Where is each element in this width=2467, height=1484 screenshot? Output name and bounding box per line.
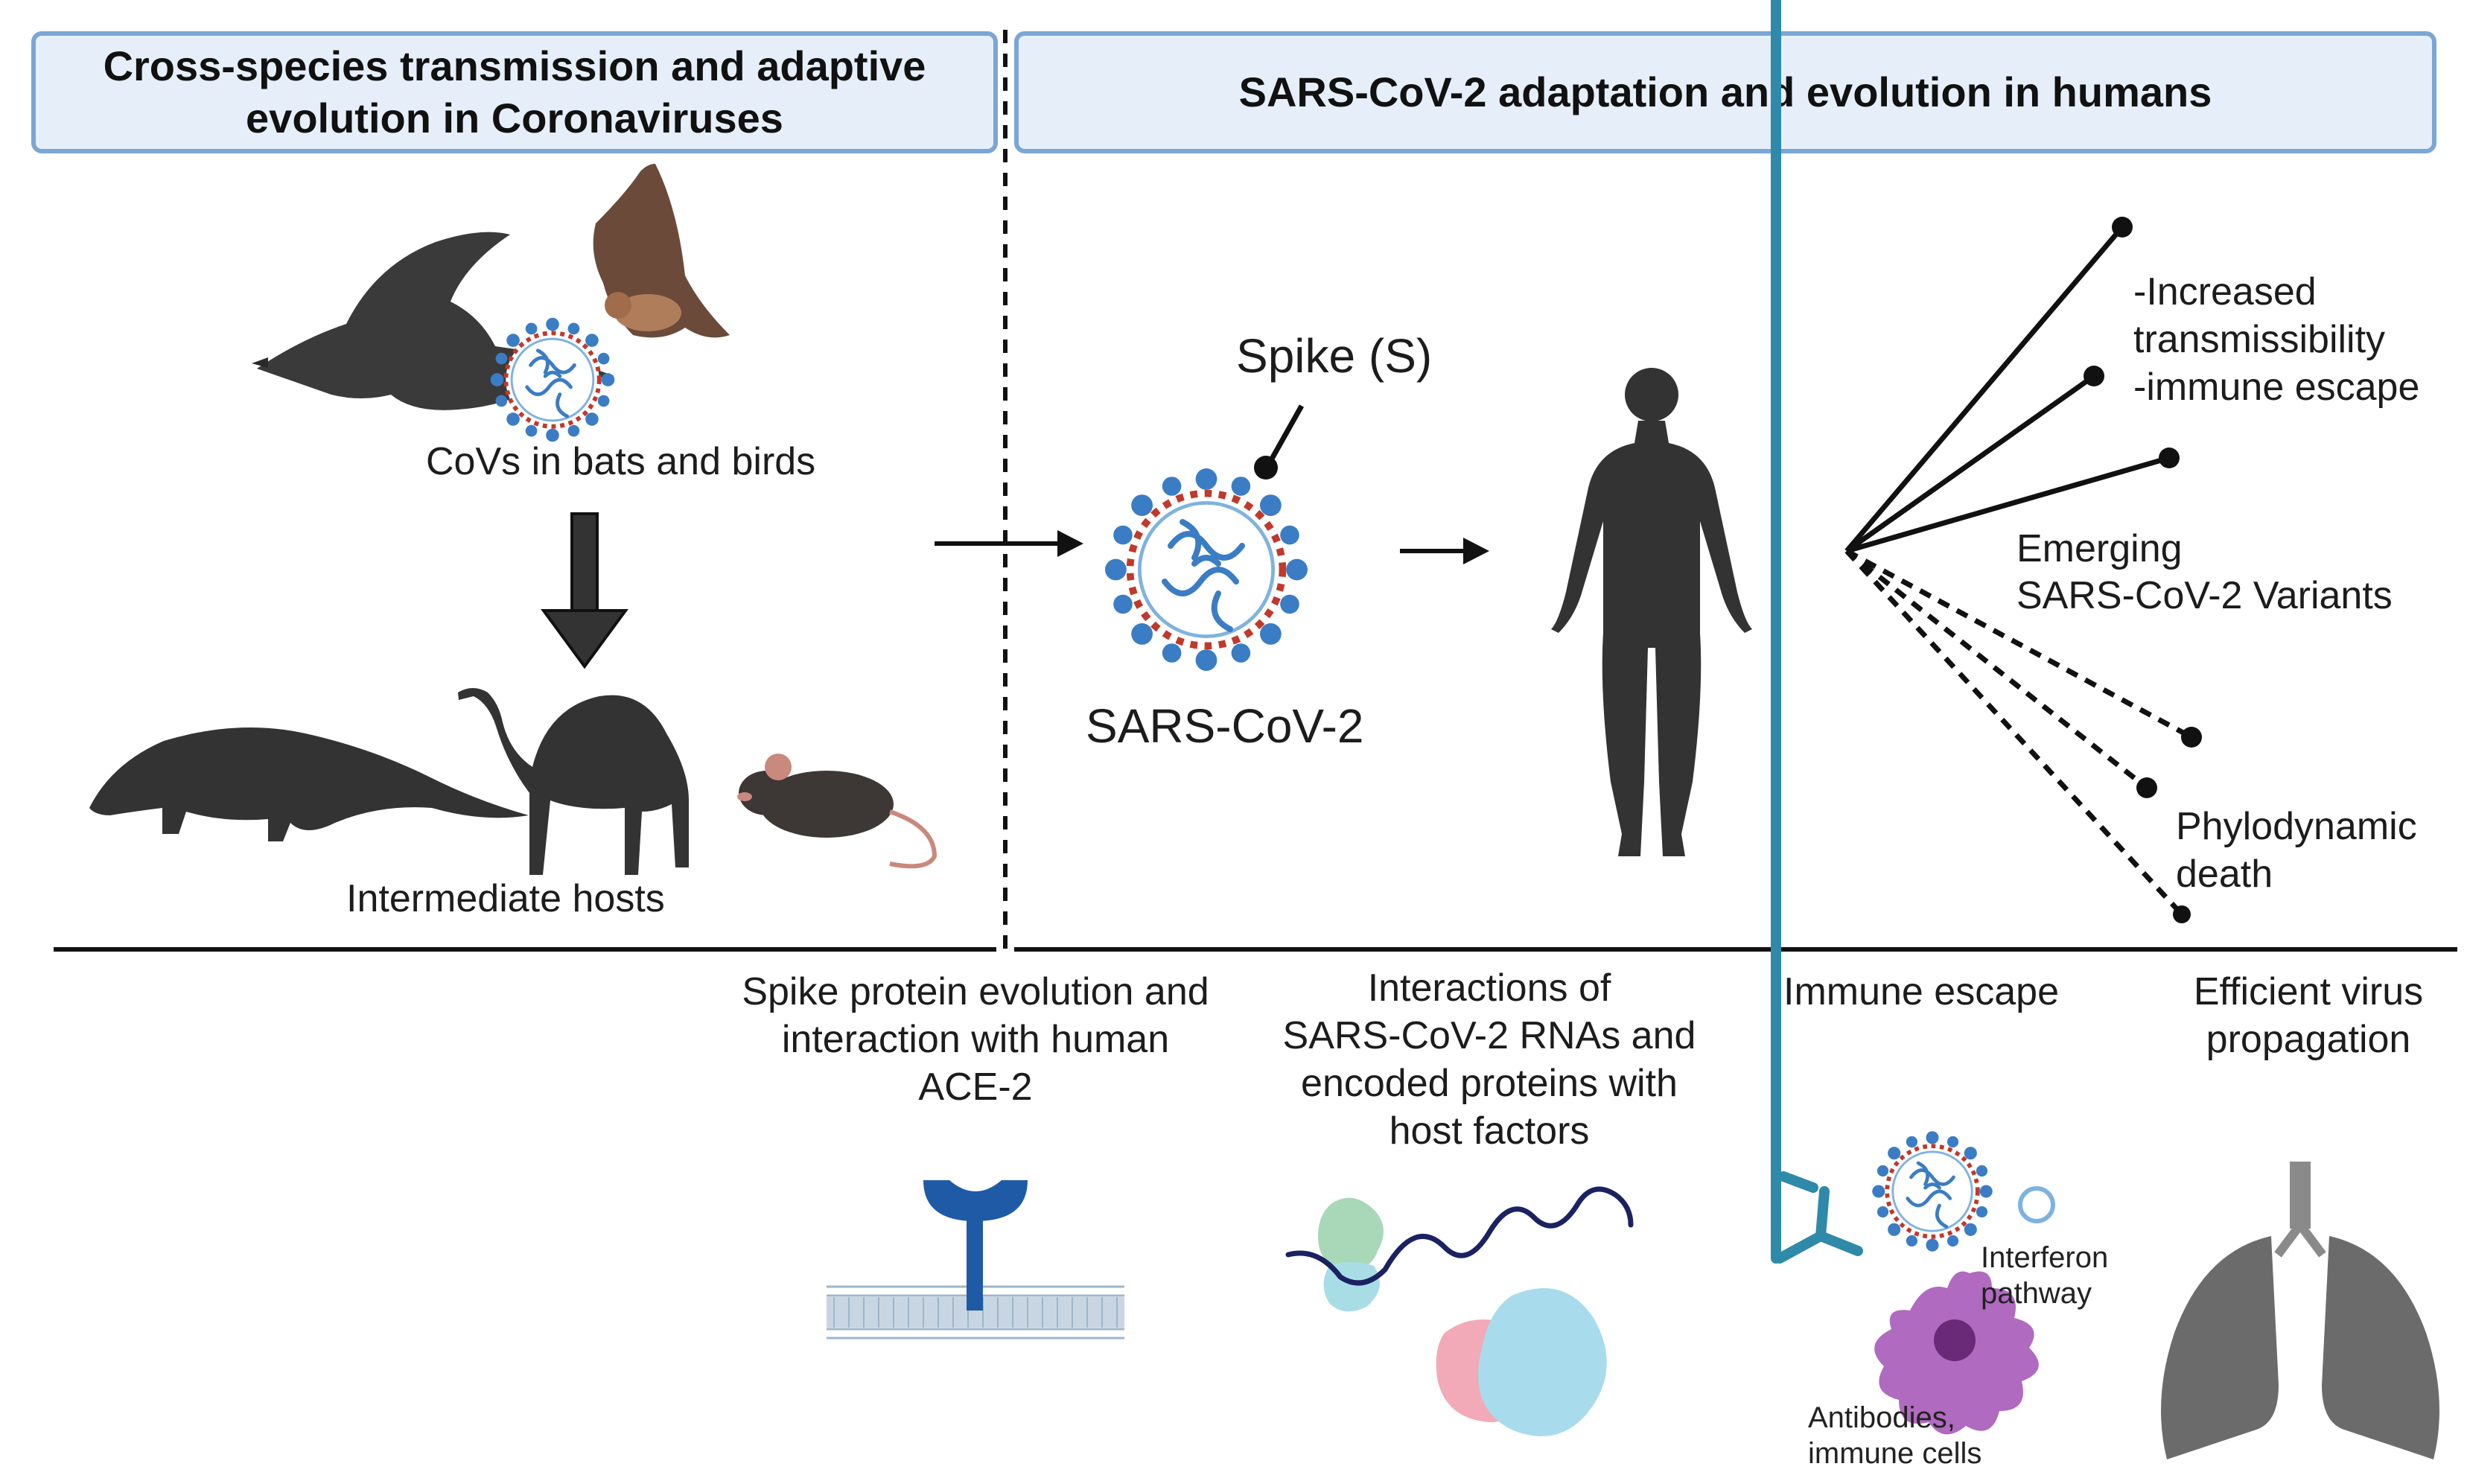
immune-escape-variant-label: -immune escape: [2133, 366, 2420, 409]
transmissibility-label: transmissibility: [2133, 318, 2386, 361]
interferon-icon: [2018, 1186, 2055, 1223]
antibodies-caption: Antibodies, immune cells: [1808, 1401, 1982, 1470]
phylodynamic-label-line1: Phylodynamic: [2176, 805, 2417, 848]
immune-cell-icon: [1874, 1271, 2039, 1435]
phylodynamic-fan-lines: [1844, 548, 2193, 917]
variant-fan-lines: [1844, 225, 2170, 554]
spike-pointer: [1254, 404, 1305, 480]
virus-icon: [491, 318, 615, 442]
emerging-label-line1: Emerging: [2016, 527, 2183, 570]
sars-cov-2-label: SARS-CoV-2: [1086, 699, 1364, 753]
phylodynamic-label-line2: death: [2176, 853, 2273, 896]
immune-escape-virus-icon: [1872, 1131, 1993, 1252]
left-header-text: Cross-species transmission and adaptive …: [103, 42, 926, 141]
right-header-box: SARS-CoV-2 adaptation and evolution in h…: [1014, 31, 2436, 153]
interactions-caption: Interactions of SARS-CoV-2 RNAs and enco…: [1282, 966, 1696, 1153]
left-header-box: Cross-species transmission and adaptive …: [31, 31, 998, 153]
lungs-icon: [2161, 1162, 2439, 1459]
increased-label: -Increased: [2133, 270, 2317, 313]
pangolin-icon: [89, 727, 529, 841]
emerging-label-line2: SARS-CoV-2 Variants: [2016, 574, 2393, 617]
efficient-propagation-caption: Efficient virus propagation: [2193, 970, 2424, 1061]
bat-icon: [593, 164, 730, 338]
right-header-text: SARS-CoV-2 adaptation and evolution in h…: [1238, 69, 2212, 115]
immune-escape-caption: Immune escape: [1783, 970, 2059, 1013]
ace2-receptor-icon: [827, 1180, 1124, 1340]
spike-label: Spike (S): [1236, 329, 1433, 383]
interferon-caption: Interferon pathway: [1981, 1241, 2109, 1310]
mouse-icon: [737, 754, 938, 869]
covs-bats-birds-label: CoVs in bats and birds: [426, 440, 816, 483]
spike-evolution-caption: Spike protein evolution and interaction …: [742, 970, 1209, 1109]
down-arrow: [541, 512, 628, 669]
arrow-to-human: [1400, 538, 1489, 564]
camel-icon: [458, 688, 689, 875]
antibody-icon: [1771, 0, 1863, 1264]
rna-protein-icon: [1285, 1186, 1634, 1436]
human-icon: [1551, 368, 1752, 856]
sars-cov-2-virus-icon: [1105, 468, 1308, 671]
arrow-to-virus: [935, 530, 1083, 557]
intermediate-hosts-label: Intermediate hosts: [346, 877, 665, 920]
